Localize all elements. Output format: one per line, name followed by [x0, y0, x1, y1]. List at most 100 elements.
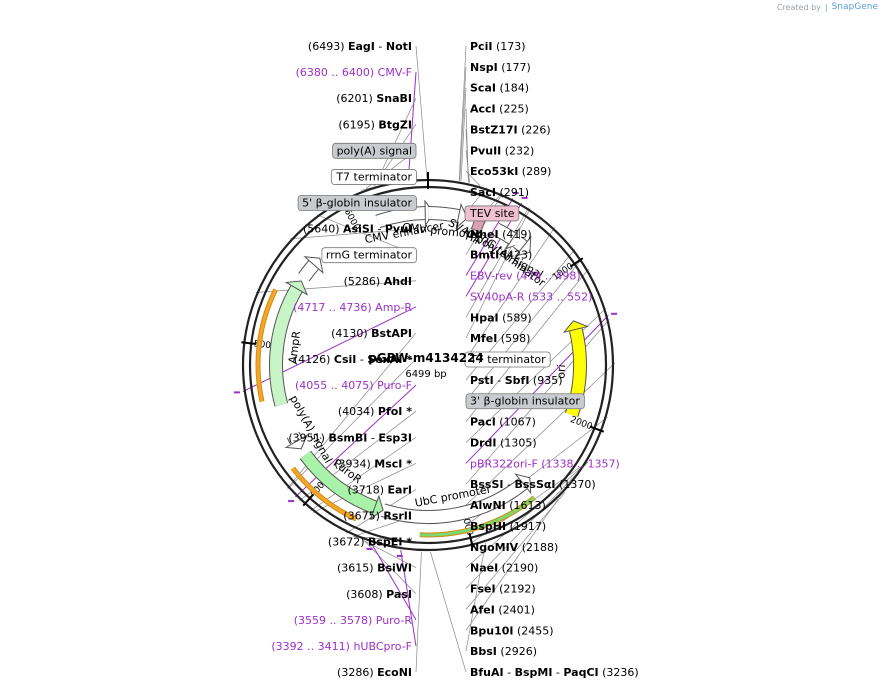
site-label[interactable]: BmtI (423) — [470, 249, 532, 262]
site-label[interactable]: (4034) PfoI * — [338, 405, 412, 418]
label-part: PstI — [470, 374, 494, 387]
leader-line — [415, 551, 422, 673]
leader-line — [465, 227, 555, 360]
label-part: (419) — [499, 228, 532, 241]
highlight-arc-fill — [256, 288, 278, 402]
site-label[interactable]: BfuAI - BspMI - PaqCI (3236) — [470, 666, 639, 679]
site-label[interactable]: AccI (225) — [470, 103, 529, 116]
label-part: AhdI — [384, 275, 412, 288]
feature-ampr[interactable]: AmpR — [269, 280, 309, 407]
site-label[interactable]: (3286) EcoNI — [337, 666, 412, 679]
label-part: rrnG terminator — [326, 249, 413, 262]
label-part: BfuAI — [470, 666, 504, 679]
site-label[interactable]: NheI (419) — [470, 228, 532, 241]
snapgene-credit: Created by ❘ SnapGene — [777, 2, 878, 12]
label-box — [465, 393, 585, 410]
site-label[interactable]: (3608) PasI — [346, 588, 412, 601]
label-part: NgoMIV — [470, 541, 519, 554]
site-label[interactable]: (5640) AsiSI - PvuI — [303, 223, 412, 236]
site-label[interactable]: BspHI (1917) — [470, 520, 546, 533]
site-label[interactable]: 5' β-globin insulator — [302, 197, 412, 210]
site-label[interactable]: NgoMIV (2188) — [470, 541, 558, 554]
label-part: (3236) — [599, 666, 639, 679]
site-label[interactable]: (3951) BsmBI - Esp3I — [288, 431, 412, 444]
site-label[interactable]: (3615) BsiWI — [337, 562, 412, 575]
site-label[interactable]: Eco53kI (289) — [470, 165, 551, 178]
site-label[interactable]: TEV site — [469, 207, 515, 220]
site-label[interactable]: rrnG terminator — [326, 249, 413, 262]
site-label[interactable]: (4126) CsiI - SexAI * — [294, 353, 412, 366]
site-label[interactable]: FseI (2192) — [470, 583, 536, 596]
site-label[interactable]: SV40pA-R (533 .. 552) — [470, 290, 592, 303]
site-label[interactable]: PstI - SbfI (935) — [470, 374, 563, 387]
site-label[interactable]: (4130) BstAPI — [331, 327, 412, 340]
label-part: (6380 .. 6400) CMV-F — [296, 66, 412, 79]
label-part: (2192) — [496, 583, 536, 596]
site-label[interactable]: AfeI (2401) — [470, 603, 535, 616]
tick-mark — [241, 341, 257, 346]
plasmid-title: pGBW-m4134224 — [368, 351, 484, 365]
site-label[interactable]: T7 terminator — [335, 170, 412, 183]
label-part: BmtI — [470, 249, 499, 262]
site-label[interactable]: EBV-rev (479 .. 498) — [470, 270, 581, 283]
site-label[interactable]: NspI (177) — [470, 61, 531, 74]
site-label[interactable]: PvuII (232) — [470, 144, 534, 157]
tick-mark — [302, 493, 314, 507]
site-label[interactable]: (3559 .. 3578) Puro-R — [294, 614, 413, 627]
site-label[interactable]: (4055 .. 4075) Puro-F — [295, 379, 412, 392]
site-label[interactable]: (3675) RsrII — [343, 510, 412, 523]
label-part: (2190) — [498, 562, 538, 575]
site-label[interactable]: SacI (291) — [470, 186, 529, 199]
site-label[interactable]: 3' β-globin insulator — [470, 395, 580, 408]
site-label[interactable]: (3392 .. 3411) hUBCpro-F — [271, 640, 412, 653]
feature-ampr-pro[interactable] — [298, 256, 324, 282]
label-box — [464, 351, 551, 368]
label-part: NheI — [470, 228, 499, 241]
highlight-arc-fill — [291, 467, 357, 521]
label-part: - — [375, 40, 386, 53]
leader-line — [430, 551, 467, 673]
site-label[interactable]: poly(A) signal — [337, 144, 412, 157]
site-label[interactable]: (4717 .. 4736) Amp-R — [293, 301, 412, 314]
site-label[interactable]: DrdI (1305) — [470, 436, 537, 449]
feature-cmv-pro[interactable]: CMV promoter — [402, 202, 483, 242]
site-label[interactable]: AlwNI (1613) — [470, 499, 546, 512]
site-label[interactable]: (3718) EarI — [347, 483, 412, 496]
label-part: BtgZI — [378, 118, 412, 131]
label-part: NotI — [386, 40, 412, 53]
label-part: BbsI — [470, 645, 497, 658]
label-part: RsrII — [383, 510, 412, 523]
label-part: BstZ17I — [470, 123, 518, 136]
site-label[interactable]: ScaI (184) — [470, 82, 529, 95]
site-label[interactable]: (3934) MscI * — [334, 457, 412, 470]
site-label[interactable]: Bpu10I (2455) — [470, 624, 554, 637]
label-part: BssSI — [470, 478, 504, 491]
site-label[interactable]: (6201) SnaBI — [336, 92, 412, 105]
site-label[interactable]: (6493) EagI - NotI — [308, 40, 412, 53]
label-part: - — [504, 478, 515, 491]
label-box — [297, 195, 417, 211]
label-part: - — [504, 666, 515, 679]
site-label[interactable]: PacI (1067) — [470, 416, 536, 429]
site-label[interactable]: (6195) BtgZI — [338, 118, 412, 131]
label-part: PfoI * — [378, 405, 412, 418]
label-part: (289) — [518, 165, 551, 178]
tick-mark — [468, 532, 474, 548]
site-label[interactable]: NaeI (2190) — [470, 562, 538, 575]
site-label[interactable]: (3672) BspEI * — [328, 536, 412, 549]
site-label[interactable]: BssSI - BssSαI (1370) — [470, 478, 596, 491]
site-label[interactable]: (6380 .. 6400) CMV-F — [296, 66, 412, 79]
site-label[interactable]: PciI (173) — [470, 40, 526, 53]
label-part: PacI — [470, 416, 496, 429]
site-label[interactable]: pBR322ori-F (1338 .. 1357) — [470, 457, 620, 470]
label-part: (3934) — [334, 457, 374, 470]
site-label[interactable]: BbsI (2926) — [470, 645, 537, 658]
site-label[interactable]: (5286) AhdI — [344, 275, 412, 288]
leader-line — [400, 549, 417, 646]
site-label[interactable]: HpaI (589) — [470, 311, 532, 324]
site-label[interactable]: T7 terminator — [469, 353, 546, 366]
label-part: (4130) — [331, 327, 371, 340]
site-label[interactable]: BstZ17I (226) — [470, 123, 551, 136]
label-part: PasI — [386, 588, 412, 601]
site-label[interactable]: MfeI (598) — [470, 332, 530, 345]
